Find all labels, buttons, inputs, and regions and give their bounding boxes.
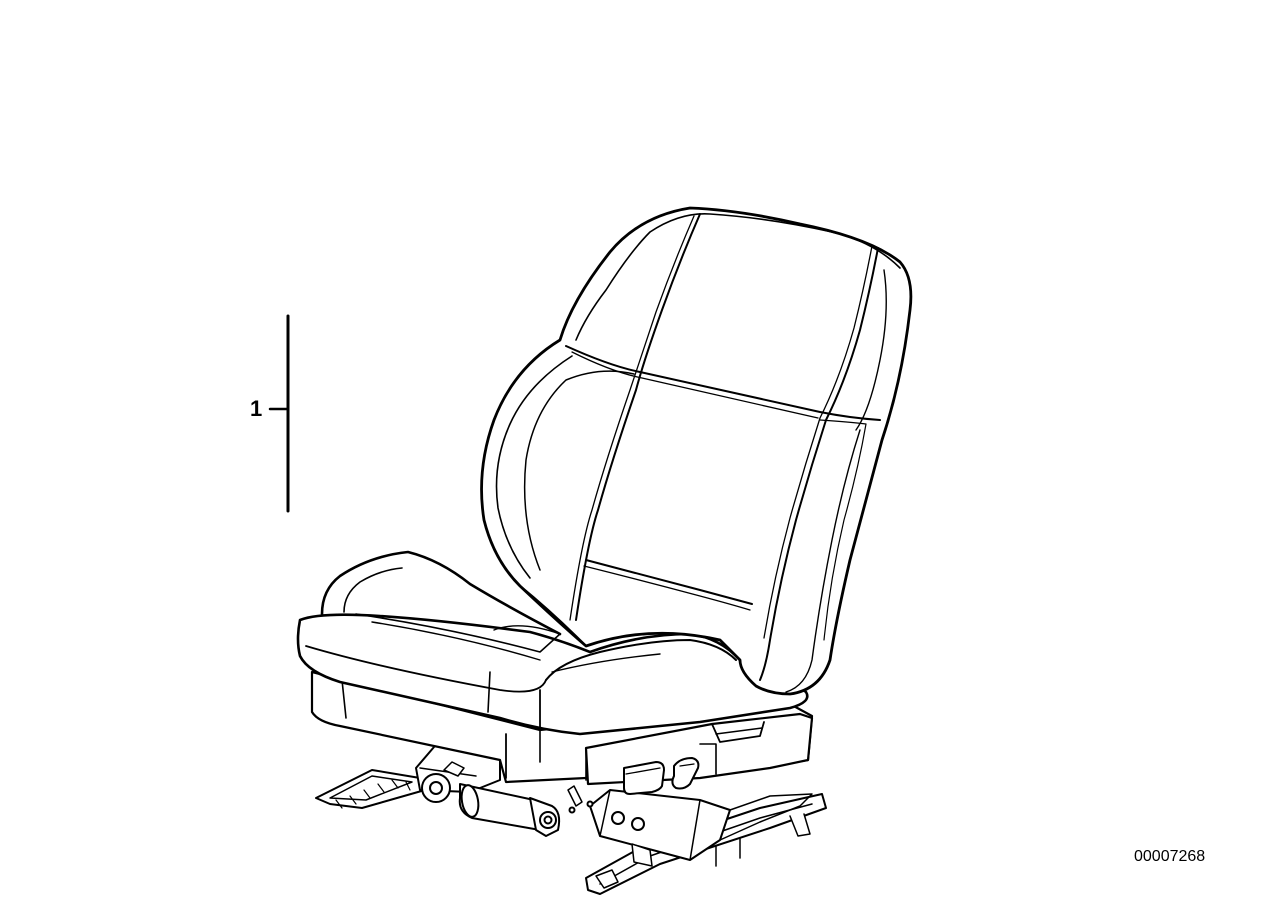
seat-backrest [480,206,913,696]
seat-adjust-switches [623,757,700,795]
callout-bracket [268,314,290,513]
seat-rails [315,769,827,895]
diagram-id: 00007268 [1134,848,1206,865]
callout-number: 1 [250,396,263,421]
